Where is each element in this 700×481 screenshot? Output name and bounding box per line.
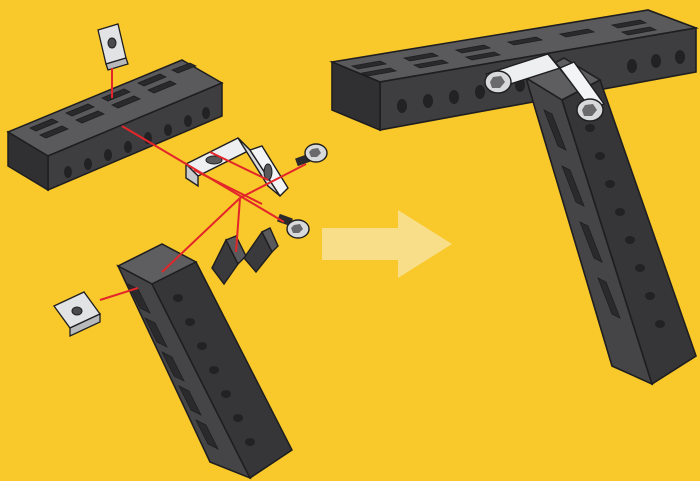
- diagram-canvas: [0, 0, 700, 481]
- assembly-diagram: [0, 0, 700, 481]
